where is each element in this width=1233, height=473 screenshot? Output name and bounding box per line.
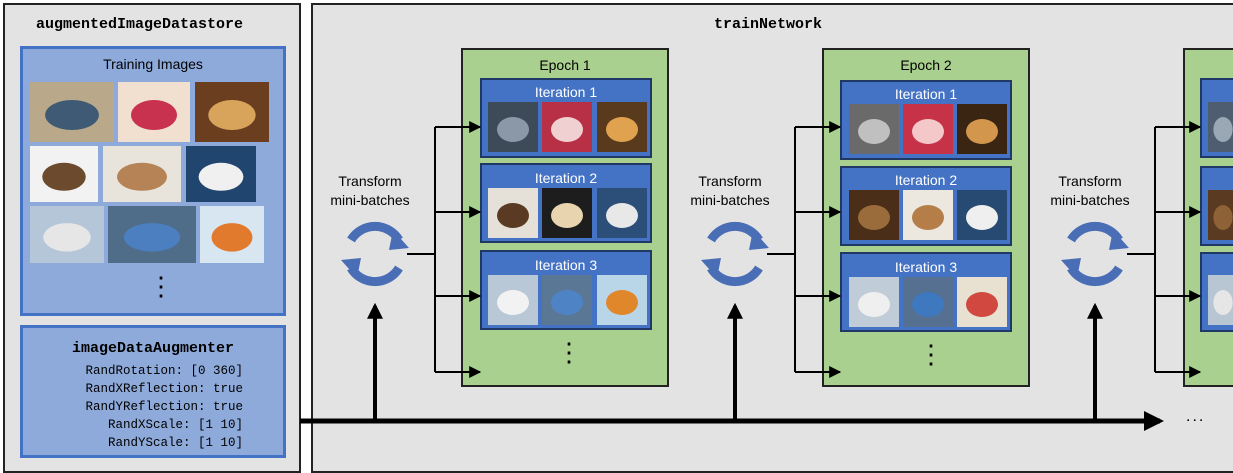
iteration-label: Iteration 2 bbox=[894, 172, 958, 188]
boat-image bbox=[957, 277, 1007, 327]
boat-image bbox=[186, 146, 256, 202]
boat-image bbox=[957, 190, 1007, 240]
iteration-label: Iteration 1 bbox=[534, 84, 598, 100]
car-image bbox=[30, 82, 114, 142]
more-images-indicator: ⋮ bbox=[148, 271, 174, 301]
training-images-label: Training Images bbox=[103, 56, 203, 72]
augmenter-property: RandXReflection: true bbox=[85, 382, 243, 396]
boat-image bbox=[1208, 275, 1233, 325]
continuation-indicator: ... bbox=[1186, 408, 1206, 425]
boat-image bbox=[200, 206, 264, 263]
boat-image bbox=[849, 277, 899, 327]
iteration-label: Iteration 2 bbox=[534, 170, 598, 186]
augmenter-box bbox=[20, 325, 286, 458]
car-image bbox=[903, 277, 953, 327]
hat-image bbox=[903, 104, 953, 154]
augmenter-property: RandYReflection: true bbox=[85, 400, 243, 414]
dog-image bbox=[103, 146, 181, 202]
cycle-arrow-icon bbox=[701, 221, 769, 287]
boat-image bbox=[597, 275, 647, 325]
augmenter-property: RandRotation: [0 360] bbox=[85, 364, 243, 378]
epoch-label: Epoch 1 bbox=[539, 57, 591, 73]
boat-image bbox=[30, 206, 104, 263]
hat-image bbox=[488, 188, 538, 238]
car-image bbox=[542, 275, 592, 325]
train-network-title: trainNetwork bbox=[714, 16, 823, 33]
cycle-arrow-icon bbox=[1061, 221, 1129, 287]
boat-image bbox=[597, 188, 647, 238]
hat-image bbox=[1208, 190, 1233, 240]
dog-image bbox=[597, 102, 647, 152]
iteration-label: Iteration 3 bbox=[894, 259, 958, 275]
boat-image bbox=[488, 275, 538, 325]
datastore-title: augmentedImageDatastore bbox=[36, 16, 244, 33]
car-image bbox=[1208, 102, 1233, 152]
dog-image bbox=[957, 104, 1007, 154]
hat-image bbox=[542, 102, 592, 152]
iteration-label: Iteration 3 bbox=[534, 257, 598, 273]
car-image bbox=[488, 102, 538, 152]
dog-image bbox=[542, 188, 592, 238]
hat-image bbox=[849, 190, 899, 240]
epoch-label: Epoch 2 bbox=[900, 57, 952, 73]
augmenter-title: imageDataAugmenter bbox=[71, 340, 235, 357]
cycle-arrow-icon bbox=[341, 221, 409, 287]
augmenter-property: RandXScale: [1 10] bbox=[107, 418, 243, 432]
car-image bbox=[849, 104, 899, 154]
augmenter-property: RandYScale: [1 10] bbox=[107, 436, 243, 450]
dog-image bbox=[903, 190, 953, 240]
car-image bbox=[108, 206, 196, 263]
dog-image bbox=[195, 82, 269, 142]
hat-image bbox=[30, 146, 98, 202]
hat-image bbox=[118, 82, 190, 142]
iteration-label: Iteration 1 bbox=[894, 86, 958, 102]
